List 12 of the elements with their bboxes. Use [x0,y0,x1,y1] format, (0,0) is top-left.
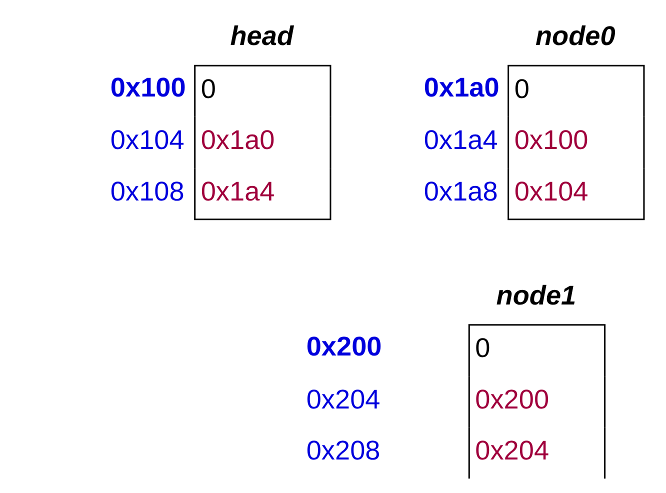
node-label: 0x200 [306,330,382,362]
node-label: 0x104 [110,124,184,156]
node-label: 0x208 [306,434,380,466]
node-label: 0x1a4 [423,124,498,156]
node-label: 0x1a8 [423,175,498,206]
node-label: 0x204 [306,383,380,414]
node-text: node0 0 0x100 0x104 [514,20,615,206]
node-text: node1 0 0x200 0x204 [474,279,576,466]
node-text: head 0 0x1a0 0x1a4 [200,20,294,206]
node-label: 0x100 [110,71,186,102]
node-label: 0x108 [110,175,184,206]
node-label: 0x1a0 [423,71,499,102]
